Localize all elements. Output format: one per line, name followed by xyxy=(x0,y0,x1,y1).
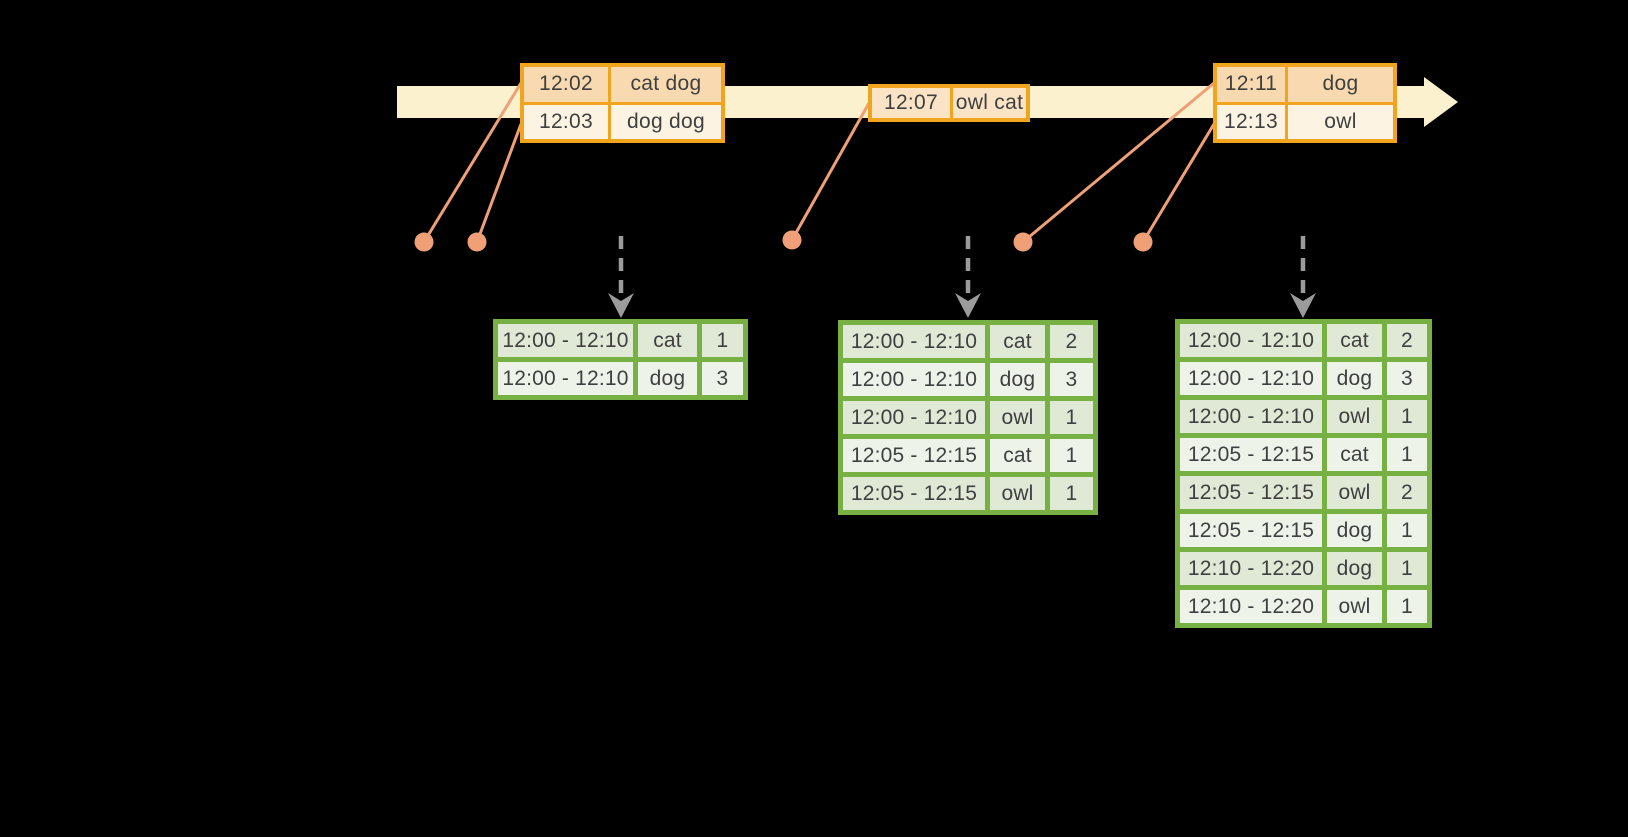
result-count-cell: 1 xyxy=(1387,514,1427,547)
result-count-cell: 2 xyxy=(1050,325,1093,358)
trigger-dashed-arrow xyxy=(608,236,634,318)
connector-line xyxy=(1141,123,1216,243)
event-dot-icon xyxy=(414,232,434,252)
event-words-cell: dog dog xyxy=(611,104,721,139)
result-word-cell: dog xyxy=(1327,514,1382,547)
result-word-cell: cat xyxy=(638,324,697,357)
trigger-dashed-arrow xyxy=(955,236,981,318)
result-count-cell: 1 xyxy=(702,324,743,357)
arrow-down-icon xyxy=(608,293,634,318)
result-window-cell: 12:00 - 12:10 xyxy=(1180,400,1322,433)
result-word-cell: dog xyxy=(1327,552,1382,585)
result-count-cell: 1 xyxy=(1387,438,1427,471)
result-count-cell: 3 xyxy=(1050,363,1093,396)
input-event-table-2: 12:07 owl cat xyxy=(868,84,1030,122)
event-time-cell: 12:13 xyxy=(1217,104,1285,139)
input-event-table-3: 12:11 dog 12:13 owl xyxy=(1213,63,1397,143)
result-word-cell: cat xyxy=(990,439,1045,472)
connector-line xyxy=(422,82,523,243)
arrow-down-icon xyxy=(955,293,981,318)
result-window-cell: 12:10 - 12:20 xyxy=(1180,552,1322,585)
event-time-cell: 12:02 xyxy=(524,67,608,102)
result-word-cell: cat xyxy=(990,325,1045,358)
result-word-cell: dog xyxy=(990,363,1045,396)
event-time-cell: 12:11 xyxy=(1217,67,1285,102)
result-window-cell: 12:00 - 12:10 xyxy=(498,324,633,357)
result-word-cell: owl xyxy=(1327,400,1382,433)
event-dot-icon xyxy=(1013,232,1033,252)
result-window-cell: 12:05 - 12:15 xyxy=(1180,476,1322,509)
result-window-cell: 12:00 - 12:10 xyxy=(498,362,633,395)
event-dot-icon xyxy=(467,232,487,252)
trigger-dashed-arrow xyxy=(1290,236,1316,318)
result-window-cell: 12:00 - 12:10 xyxy=(1180,362,1322,395)
event-words-cell: dog xyxy=(1288,67,1393,102)
result-window-cell: 12:00 - 12:10 xyxy=(1180,324,1322,357)
result-count-cell: 2 xyxy=(1387,476,1427,509)
result-table-3: 12:00 - 12:10 cat 2 12:00 - 12:10 dog 3 … xyxy=(1175,319,1432,628)
timeline-arrowhead-icon xyxy=(1424,77,1458,127)
arrow-down-icon xyxy=(1290,293,1316,318)
result-count-cell: 1 xyxy=(1387,590,1427,623)
result-window-cell: 12:05 - 12:15 xyxy=(843,477,985,510)
result-count-cell: 1 xyxy=(1050,439,1093,472)
event-words-cell: owl cat xyxy=(953,88,1026,118)
event-words-cell: cat dog xyxy=(611,67,721,102)
connector-line xyxy=(475,123,523,243)
result-count-cell: 3 xyxy=(1387,362,1427,395)
result-count-cell: 1 xyxy=(1050,477,1093,510)
event-time-cell: 12:03 xyxy=(524,104,608,139)
result-count-cell: 1 xyxy=(1387,552,1427,585)
result-count-cell: 1 xyxy=(1050,401,1093,434)
result-word-cell: dog xyxy=(638,362,697,395)
result-count-cell: 2 xyxy=(1387,324,1427,357)
result-window-cell: 12:05 - 12:15 xyxy=(1180,438,1322,471)
result-word-cell: cat xyxy=(1327,324,1382,357)
result-table-1: 12:00 - 12:10 cat 1 12:00 - 12:10 dog 3 xyxy=(493,319,748,400)
result-window-cell: 12:05 - 12:15 xyxy=(1180,514,1322,547)
connector-line xyxy=(790,102,871,241)
event-time-cell: 12:07 xyxy=(872,88,950,118)
result-word-cell: owl xyxy=(990,477,1045,510)
event-dot-icon xyxy=(1133,232,1153,252)
event-dot-icon xyxy=(782,230,802,250)
connector-line xyxy=(1022,81,1215,244)
result-window-cell: 12:00 - 12:10 xyxy=(843,325,985,358)
result-word-cell: owl xyxy=(1327,476,1382,509)
result-table-2: 12:00 - 12:10 cat 2 12:00 - 12:10 dog 3 … xyxy=(838,320,1098,515)
result-word-cell: owl xyxy=(990,401,1045,434)
result-window-cell: 12:00 - 12:10 xyxy=(843,363,985,396)
event-words-cell: owl xyxy=(1288,104,1393,139)
result-word-cell: owl xyxy=(1327,590,1382,623)
result-window-cell: 12:05 - 12:15 xyxy=(843,439,985,472)
input-event-table-1: 12:02 cat dog 12:03 dog dog xyxy=(520,63,725,143)
result-window-cell: 12:00 - 12:10 xyxy=(843,401,985,434)
result-window-cell: 12:10 - 12:20 xyxy=(1180,590,1322,623)
result-word-cell: dog xyxy=(1327,362,1382,395)
result-count-cell: 3 xyxy=(702,362,743,395)
result-count-cell: 1 xyxy=(1387,400,1427,433)
result-word-cell: cat xyxy=(1327,438,1382,471)
